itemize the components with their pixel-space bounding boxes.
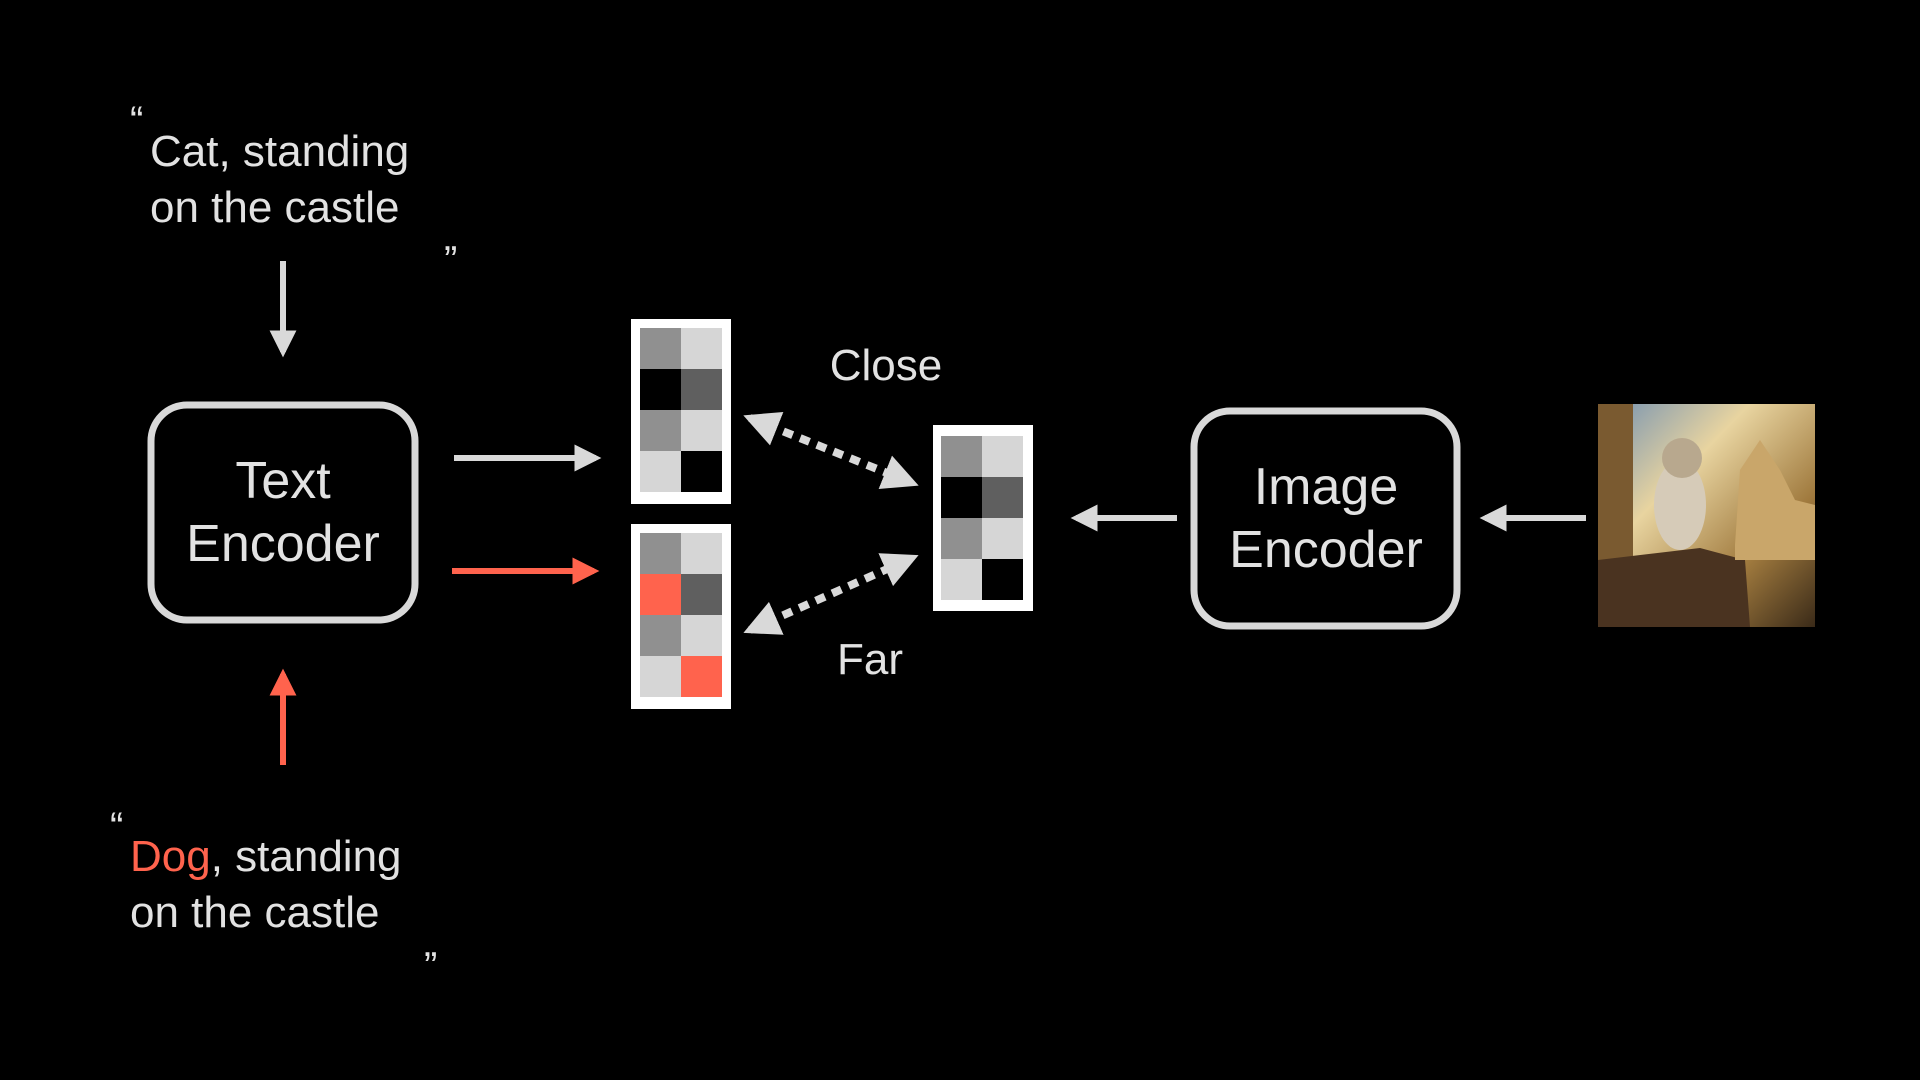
embedding-cell bbox=[681, 656, 722, 697]
far-double-arrow-icon bbox=[743, 553, 919, 635]
embedding-cell bbox=[640, 656, 681, 697]
embedding-cell bbox=[982, 559, 1023, 600]
close-label: Close bbox=[830, 341, 943, 390]
image-encoder-label-1: Image bbox=[1254, 458, 1399, 516]
embedding-cell bbox=[982, 436, 1023, 477]
embedding-cell bbox=[982, 477, 1023, 518]
embedding-cell bbox=[640, 615, 681, 656]
close-double-arrow-icon bbox=[743, 412, 919, 489]
embedding-cell bbox=[681, 574, 722, 615]
embedding-cell bbox=[640, 328, 681, 369]
cat-castle-image bbox=[1598, 404, 1815, 627]
dog-embedding bbox=[640, 533, 722, 697]
close-quote: „ bbox=[444, 215, 457, 259]
embedding-cell bbox=[941, 518, 982, 559]
embedding-cell bbox=[681, 369, 722, 410]
embedding-cell bbox=[681, 328, 722, 369]
highlight-word: Dog bbox=[130, 832, 211, 881]
close-quote: „ bbox=[424, 921, 437, 965]
cat-prompt: “ Cat, standing on the castle „ bbox=[130, 99, 457, 259]
embedding-cell bbox=[681, 615, 722, 656]
embedding-cell bbox=[640, 369, 681, 410]
embedding-cell bbox=[681, 410, 722, 451]
embedding-cell bbox=[640, 574, 681, 615]
prompt-line-1-rest: , standing bbox=[211, 832, 402, 881]
text-encoder-label-2: Encoder bbox=[186, 515, 380, 573]
image-embedding bbox=[941, 436, 1023, 600]
embedding-cell bbox=[640, 410, 681, 451]
embedding-cell bbox=[941, 559, 982, 600]
embedding-cell bbox=[941, 436, 982, 477]
text-encoder-label-1: Text bbox=[235, 452, 331, 510]
embedding-cell bbox=[982, 518, 1023, 559]
cat-embedding bbox=[640, 328, 722, 492]
open-quote: “ bbox=[130, 99, 143, 143]
prompt-line-1: Cat, standing bbox=[150, 127, 409, 176]
embedding-cell bbox=[681, 533, 722, 574]
embedding-cell bbox=[941, 477, 982, 518]
embedding-cell bbox=[681, 451, 722, 492]
text-encoder-box bbox=[147, 401, 419, 624]
dog-prompt: “ Dog, standing on the castle „ bbox=[110, 805, 437, 965]
embedding-cell bbox=[640, 533, 681, 574]
image-encoder-box bbox=[1190, 407, 1461, 630]
image-encoder-label-2: Encoder bbox=[1229, 521, 1423, 579]
embedding-cell bbox=[640, 451, 681, 492]
prompt-line-2: on the castle bbox=[150, 183, 400, 232]
far-label: Far bbox=[837, 635, 903, 684]
prompt-line-2: on the castle bbox=[130, 888, 380, 937]
prompt-line-1: Dog, standing bbox=[130, 832, 402, 881]
open-quote: “ bbox=[110, 805, 123, 849]
